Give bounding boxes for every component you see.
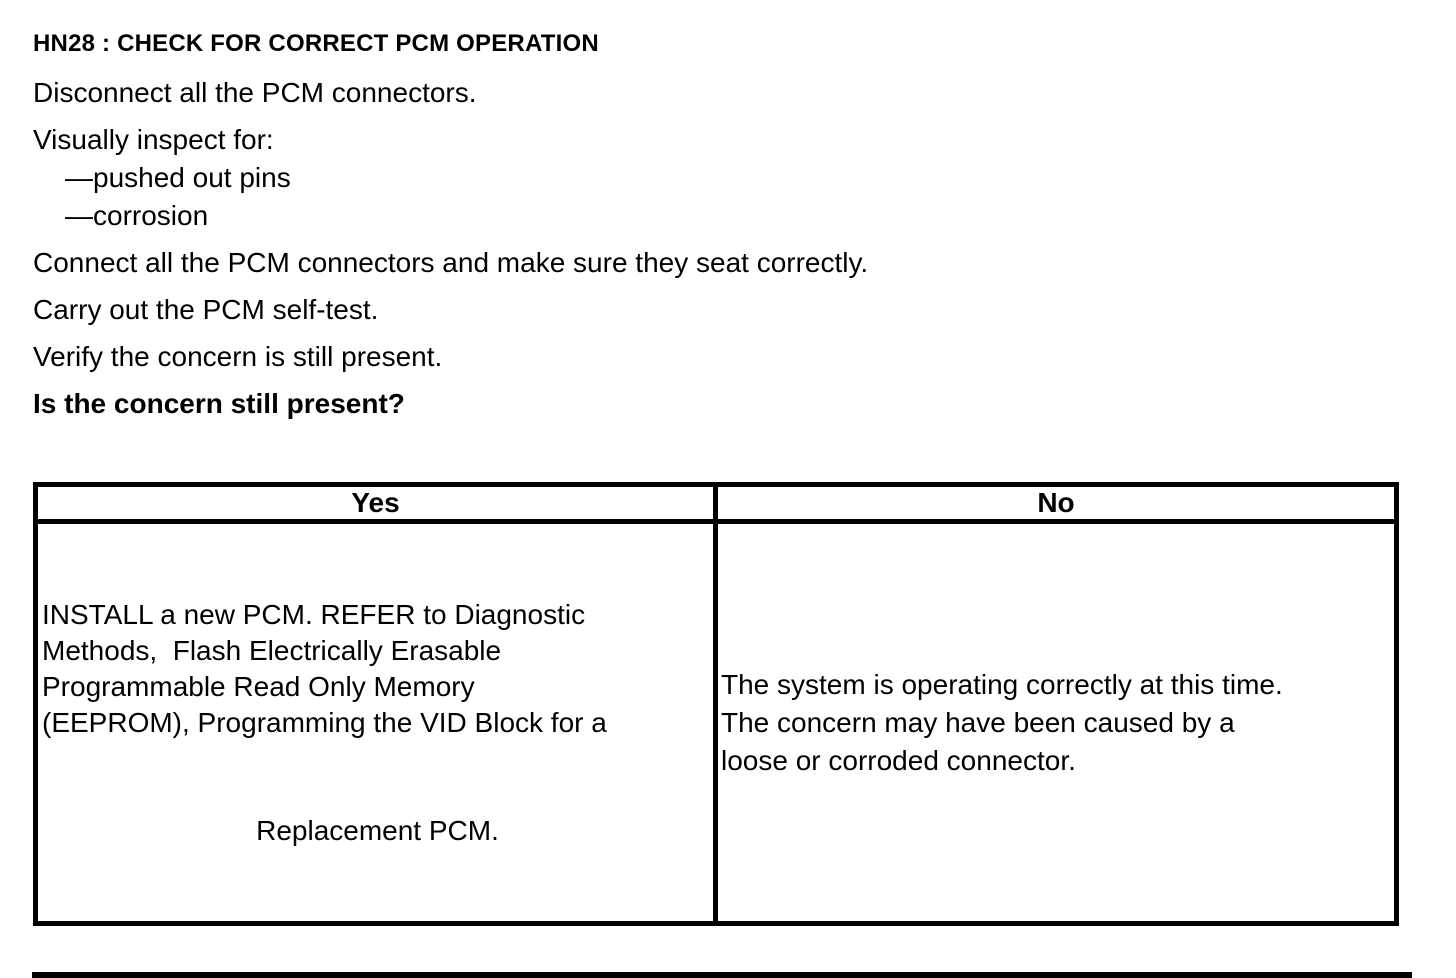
instruction-visually-inspect: Visually inspect for: (33, 124, 274, 155)
pinpoint-test-heading: HN28 : CHECK FOR CORRECT PCM OPERATION (33, 30, 599, 57)
decision-question: Is the concern still present? (33, 388, 405, 419)
inspect-item-pushed-out-pins: —pushed out pins (65, 162, 291, 193)
no-action-text: The system is operating correctly at thi… (721, 668, 1283, 776)
yes-no-decision-table: Yes No INSTALL a new PCM. REFER to Diagn… (33, 482, 1399, 926)
yes-action-text-last-line: Replacement PCM. (256, 815, 499, 846)
instruction-connect-connectors: Connect all the PCM connectors and make … (33, 247, 869, 278)
no-column-header: No (713, 482, 1399, 524)
no-action-cell: The system is operating correctly at thi… (713, 519, 1399, 926)
instruction-disconnect-connectors: Disconnect all the PCM connectors. (33, 77, 477, 108)
decision-table-header-row: Yes No (33, 482, 1399, 524)
yes-column-header: Yes (33, 482, 718, 524)
bottom-divider (32, 972, 1412, 978)
inspect-item-corrosion: —corrosion (65, 200, 209, 231)
instruction-self-test: Carry out the PCM self-test. (33, 294, 379, 325)
manual-page: HN28 : CHECK FOR CORRECT PCM OPERATION D… (32, 30, 1412, 978)
instruction-verify-concern: Verify the concern is still present. (33, 341, 443, 372)
